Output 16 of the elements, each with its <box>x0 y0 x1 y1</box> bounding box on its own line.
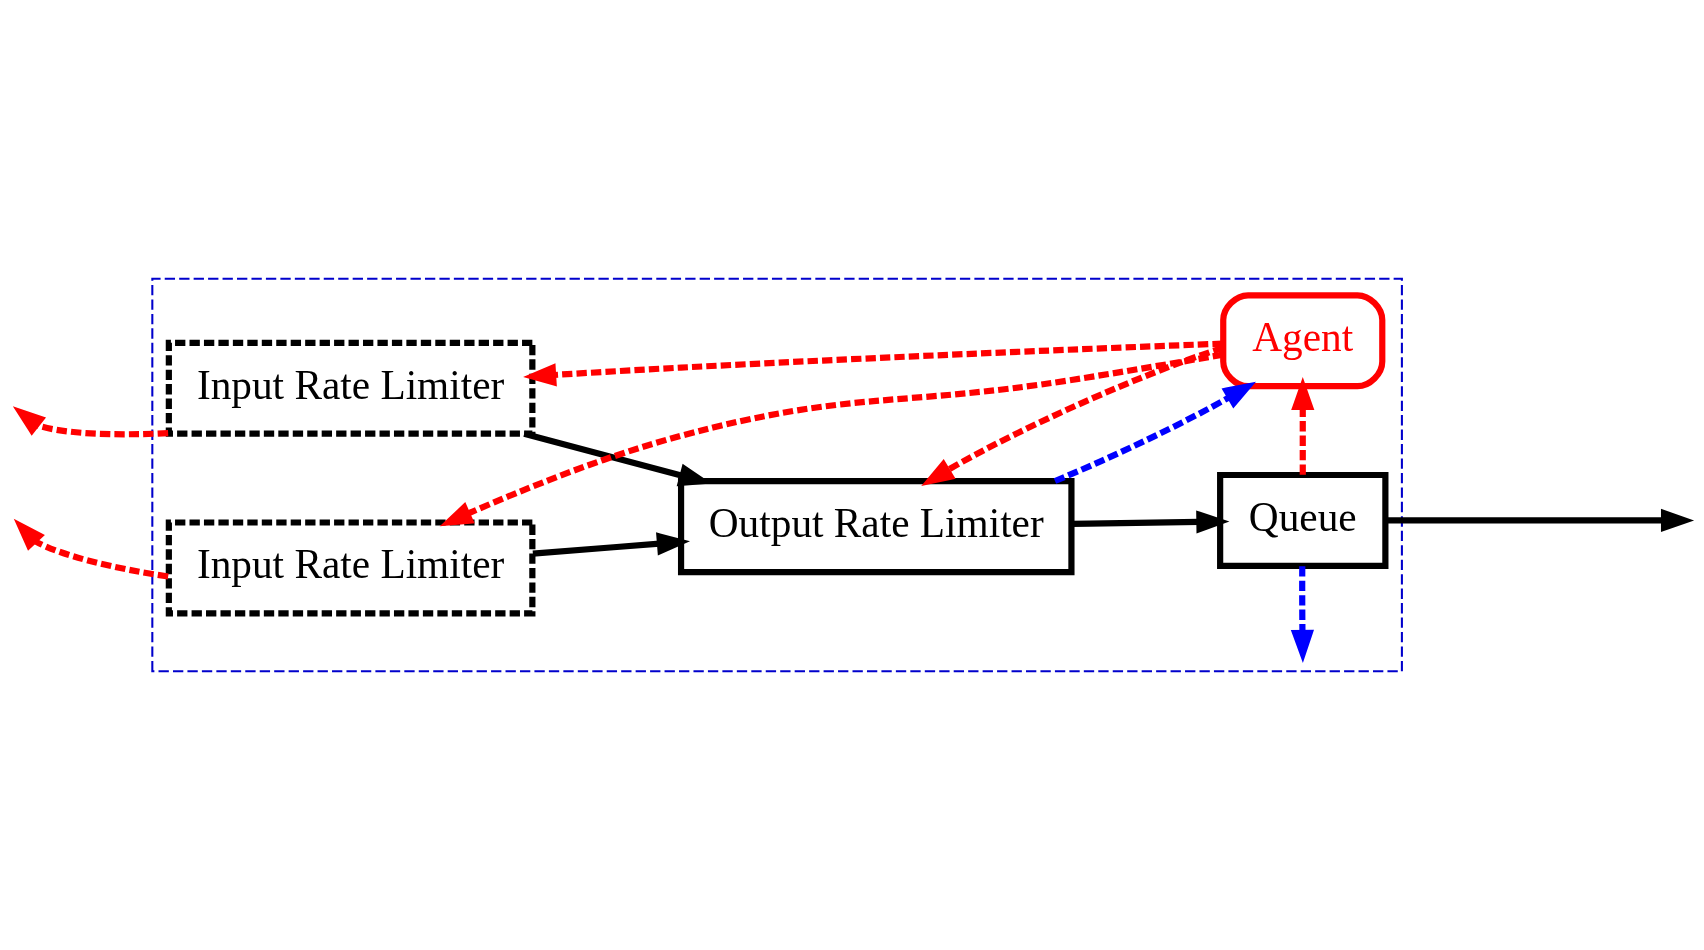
node-box: Input Rate Limiter <box>165 519 535 617</box>
arrow <box>1290 376 1314 475</box>
arrow <box>12 406 168 438</box>
arrow <box>1290 566 1314 663</box>
node-box: Output Rate Limiter <box>677 478 1075 576</box>
node-box: Agent <box>1219 292 1385 390</box>
arrow <box>1053 381 1256 484</box>
arrow <box>1071 510 1229 534</box>
arrow <box>532 532 690 557</box>
node-box: Queue <box>1216 471 1388 569</box>
node-box: Input Rate Limiter <box>165 339 535 437</box>
arrow <box>13 518 169 580</box>
cluster <box>150 277 1403 673</box>
arrow <box>522 340 1223 387</box>
arrow <box>920 344 1224 486</box>
arrow <box>439 351 1223 527</box>
